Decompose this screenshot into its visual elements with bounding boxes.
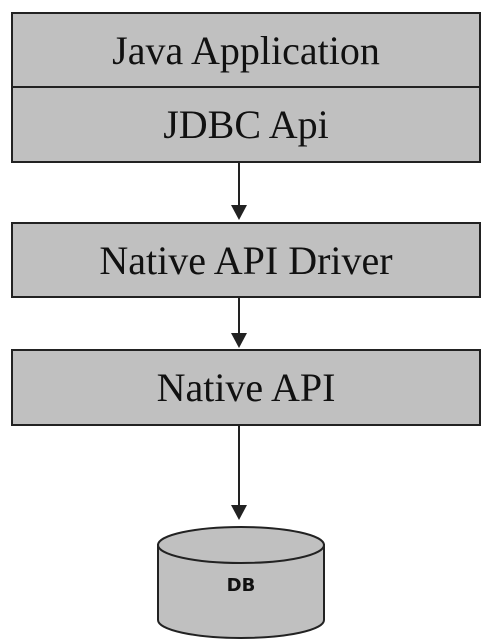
native-api-driver-box: Native API Driver <box>11 222 481 298</box>
native-api-box: Native API <box>11 349 481 426</box>
jdbc-api-box: JDBC Api <box>11 86 481 163</box>
arrow-jdbc-to-driver-head <box>231 205 247 220</box>
arrow-driver-to-native-api <box>231 298 247 348</box>
arrow-jdbc-to-driver <box>231 163 247 220</box>
java-application-label: Java Application <box>112 27 380 73</box>
arrow-native-api-to-db <box>231 426 247 520</box>
database-body <box>157 544 325 639</box>
native-api-driver-label: Native API Driver <box>99 237 393 283</box>
database-label: DB <box>226 575 256 596</box>
java-application-box: Java Application <box>11 12 481 88</box>
arrow-native-api-to-db-head <box>231 505 247 520</box>
jdbc-api-label: JDBC Api <box>163 102 329 147</box>
native-api-label: Native API <box>156 365 336 410</box>
arrow-driver-to-native-api-head <box>231 333 247 348</box>
database-cylinder <box>157 526 325 639</box>
database-top <box>157 526 325 564</box>
